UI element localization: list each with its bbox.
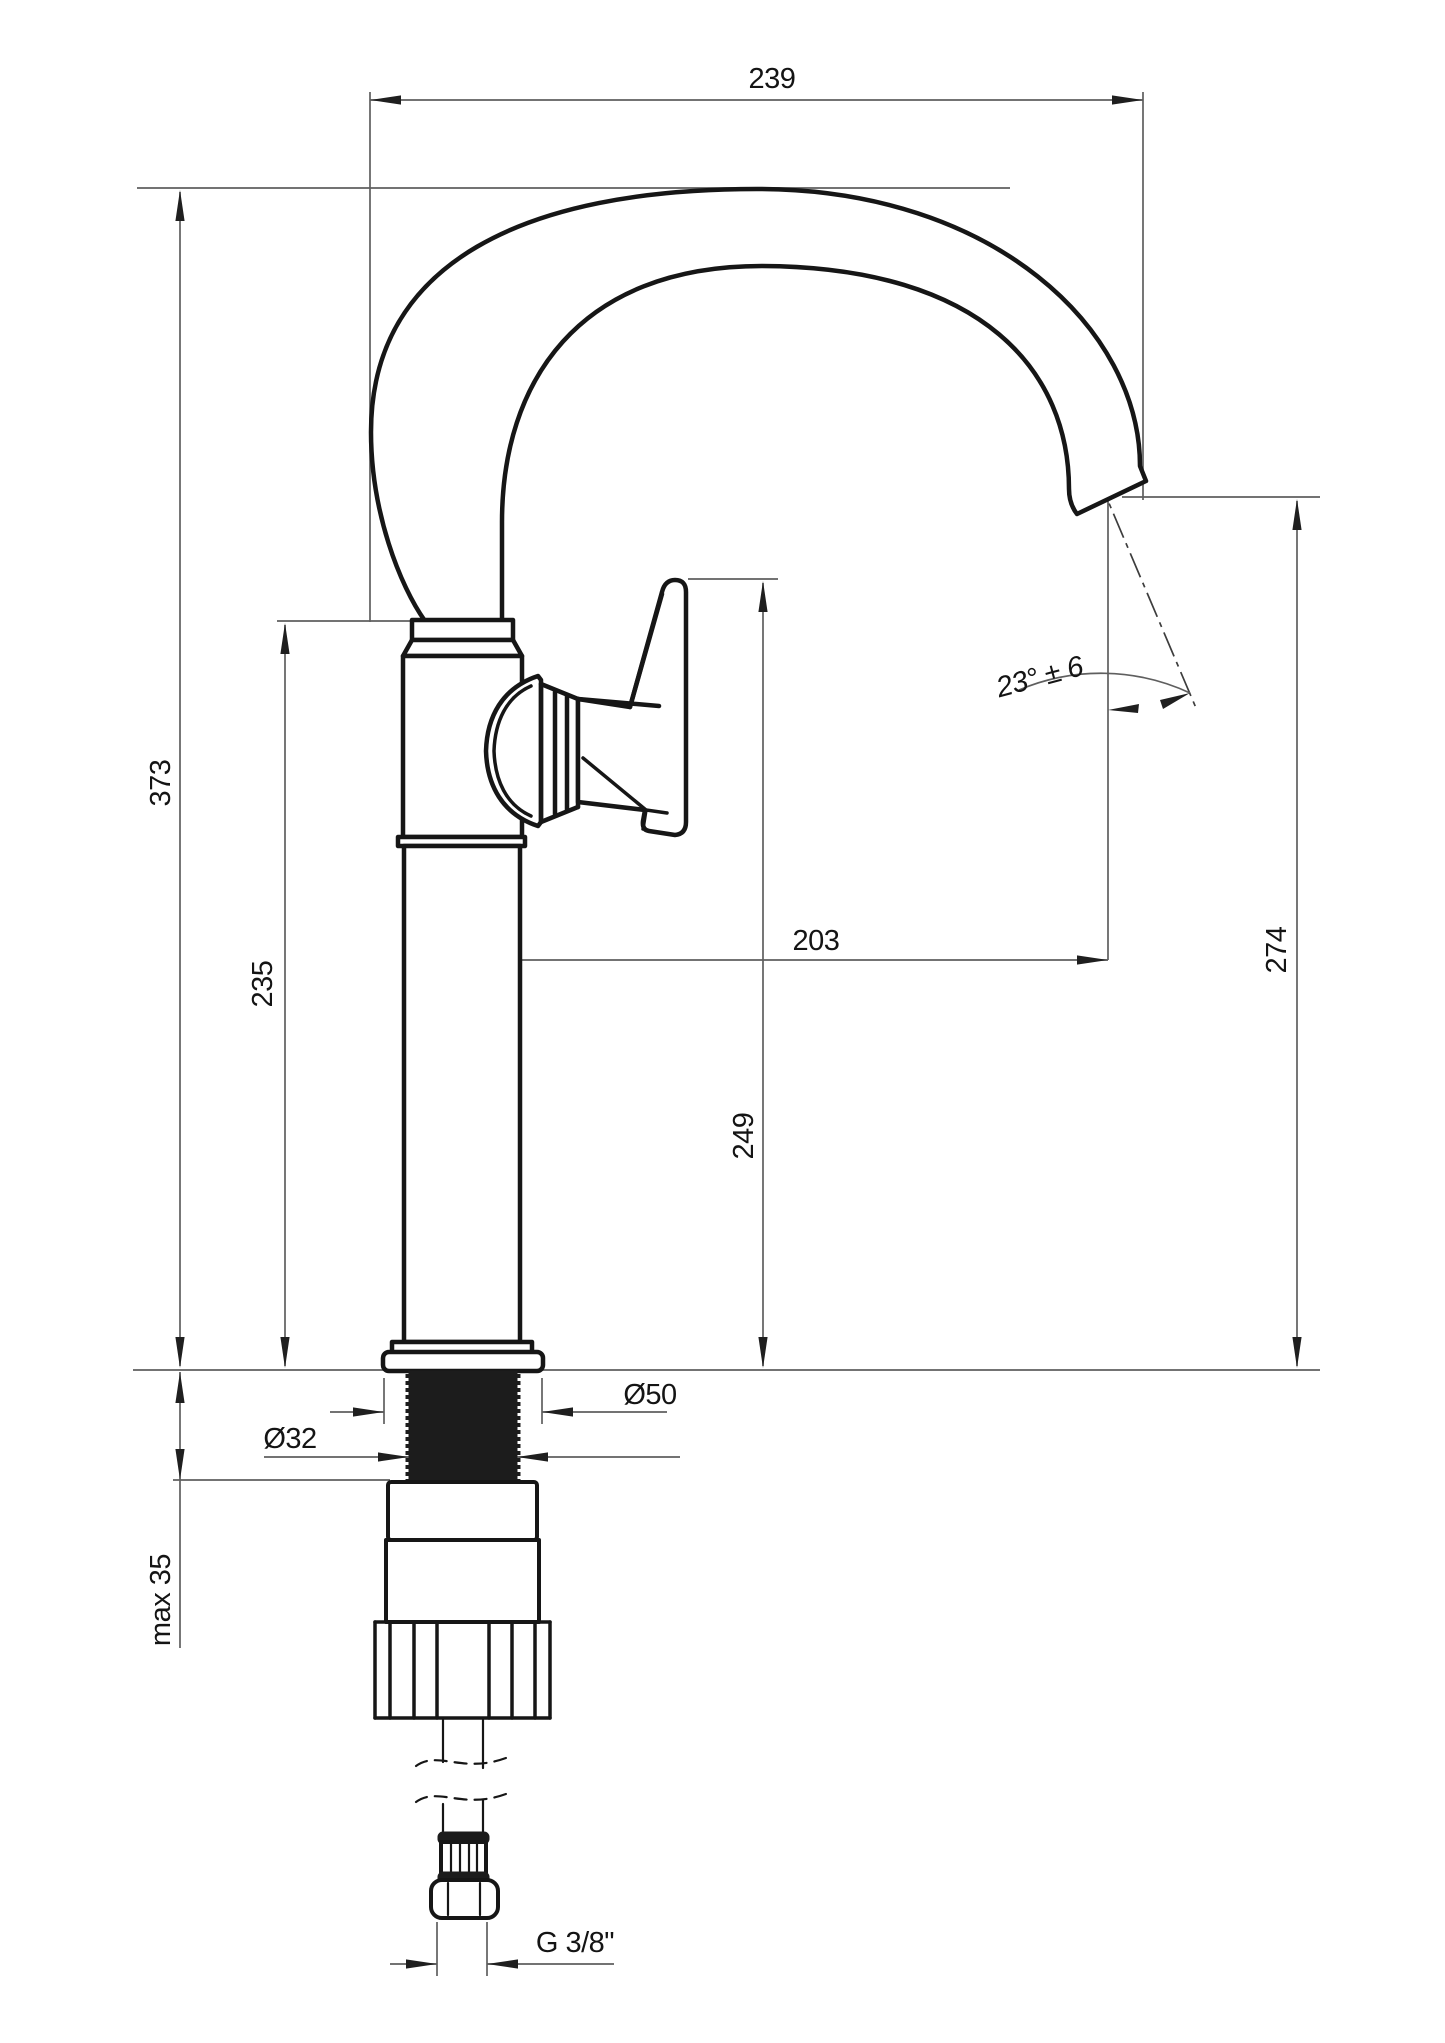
dimension-249: 249 bbox=[688, 578, 778, 1368]
arrowhead-left bbox=[370, 95, 401, 105]
arrowhead-top bbox=[280, 623, 290, 654]
dimension-max35: max 35 bbox=[145, 1372, 390, 1648]
arrowhead-top bbox=[1292, 499, 1302, 530]
arrowhead-bottom bbox=[758, 1337, 768, 1368]
dimension-dia50: Ø50 bbox=[330, 1378, 677, 1424]
dim-249-label: 249 bbox=[728, 1113, 760, 1160]
lever-slant-edge bbox=[627, 591, 665, 710]
threaded-shank bbox=[408, 1370, 518, 1483]
arrowhead-bottom bbox=[280, 1337, 290, 1368]
dim-dia32-label: Ø32 bbox=[263, 1423, 316, 1455]
arrowhead-right bbox=[542, 1407, 573, 1417]
grip-top-edge bbox=[575, 696, 662, 709]
arrowhead-left bbox=[353, 1407, 384, 1417]
mounting-hardware bbox=[373, 1370, 552, 1920]
dimension-373: 373 bbox=[145, 190, 185, 1368]
hose-end-fitting bbox=[429, 1831, 500, 1920]
arrowhead-bottom bbox=[1292, 1337, 1302, 1368]
dim-239-label: 239 bbox=[749, 63, 796, 95]
grip-tab-edge bbox=[641, 808, 648, 831]
handle-escutcheon bbox=[483, 673, 544, 829]
nut-castellated-skirt bbox=[373, 1620, 552, 1720]
base-flange bbox=[380, 1349, 546, 1374]
dimension-239: 239 bbox=[369, 63, 1144, 622]
neck-top-edge bbox=[538, 681, 581, 702]
arrowhead-left bbox=[1108, 704, 1139, 713]
arrowhead-right bbox=[487, 1959, 518, 1969]
dim-thread-label: G 3/8" bbox=[536, 1927, 614, 1959]
arrowhead-left bbox=[378, 1452, 409, 1462]
dim-274-label: 274 bbox=[1261, 926, 1293, 973]
arrowhead-bottom bbox=[175, 1449, 185, 1480]
dim-angle-label: 23° ± 6 bbox=[992, 650, 1088, 704]
dimension-274: 274 bbox=[1122, 496, 1320, 1368]
supply-hose bbox=[414, 1716, 508, 1836]
dim-max35-label: max 35 bbox=[145, 1554, 177, 1646]
dim-373-label: 373 bbox=[145, 760, 177, 807]
arrowhead-left bbox=[406, 1959, 437, 1969]
break-symbol-upper bbox=[414, 1756, 508, 1768]
escutcheon-contour-line bbox=[492, 684, 533, 818]
arrowhead-top bbox=[758, 581, 768, 612]
lock-washer bbox=[386, 1480, 539, 1542]
spout-collar bbox=[409, 617, 516, 643]
dim-dia50-label: Ø50 bbox=[623, 1379, 676, 1411]
angle-arc bbox=[1018, 672, 1191, 694]
arrowhead-right bbox=[517, 1452, 548, 1462]
arrowhead-top bbox=[175, 1372, 185, 1403]
riser-column bbox=[401, 843, 523, 1345]
body-bevel bbox=[400, 637, 525, 659]
mounting-nut-body bbox=[384, 1538, 541, 1624]
arrowhead-top bbox=[175, 190, 185, 221]
braided-section bbox=[439, 1840, 488, 1878]
dim-235-label: 235 bbox=[247, 961, 279, 1008]
arrowhead-bottom bbox=[175, 1337, 185, 1368]
handle-neck-rings bbox=[538, 681, 581, 825]
break-symbol-lower bbox=[414, 1792, 508, 1804]
arrowhead-right bbox=[1160, 693, 1190, 709]
arrowhead-right bbox=[1077, 955, 1108, 965]
dim-203-label: 203 bbox=[793, 925, 840, 957]
dimension-dia32: Ø32 bbox=[263, 1423, 680, 1462]
dimension-203: 203 bbox=[462, 925, 1108, 965]
dimension-thread: G 3/8" bbox=[390, 1922, 615, 1976]
handle-assembly bbox=[483, 577, 689, 838]
spout-outline bbox=[368, 186, 1149, 624]
dimension-235: 235 bbox=[247, 620, 420, 1368]
neck-bottom-edge bbox=[538, 804, 581, 825]
hex-connection-nut bbox=[429, 1878, 500, 1920]
arrowhead-right bbox=[1112, 95, 1143, 105]
